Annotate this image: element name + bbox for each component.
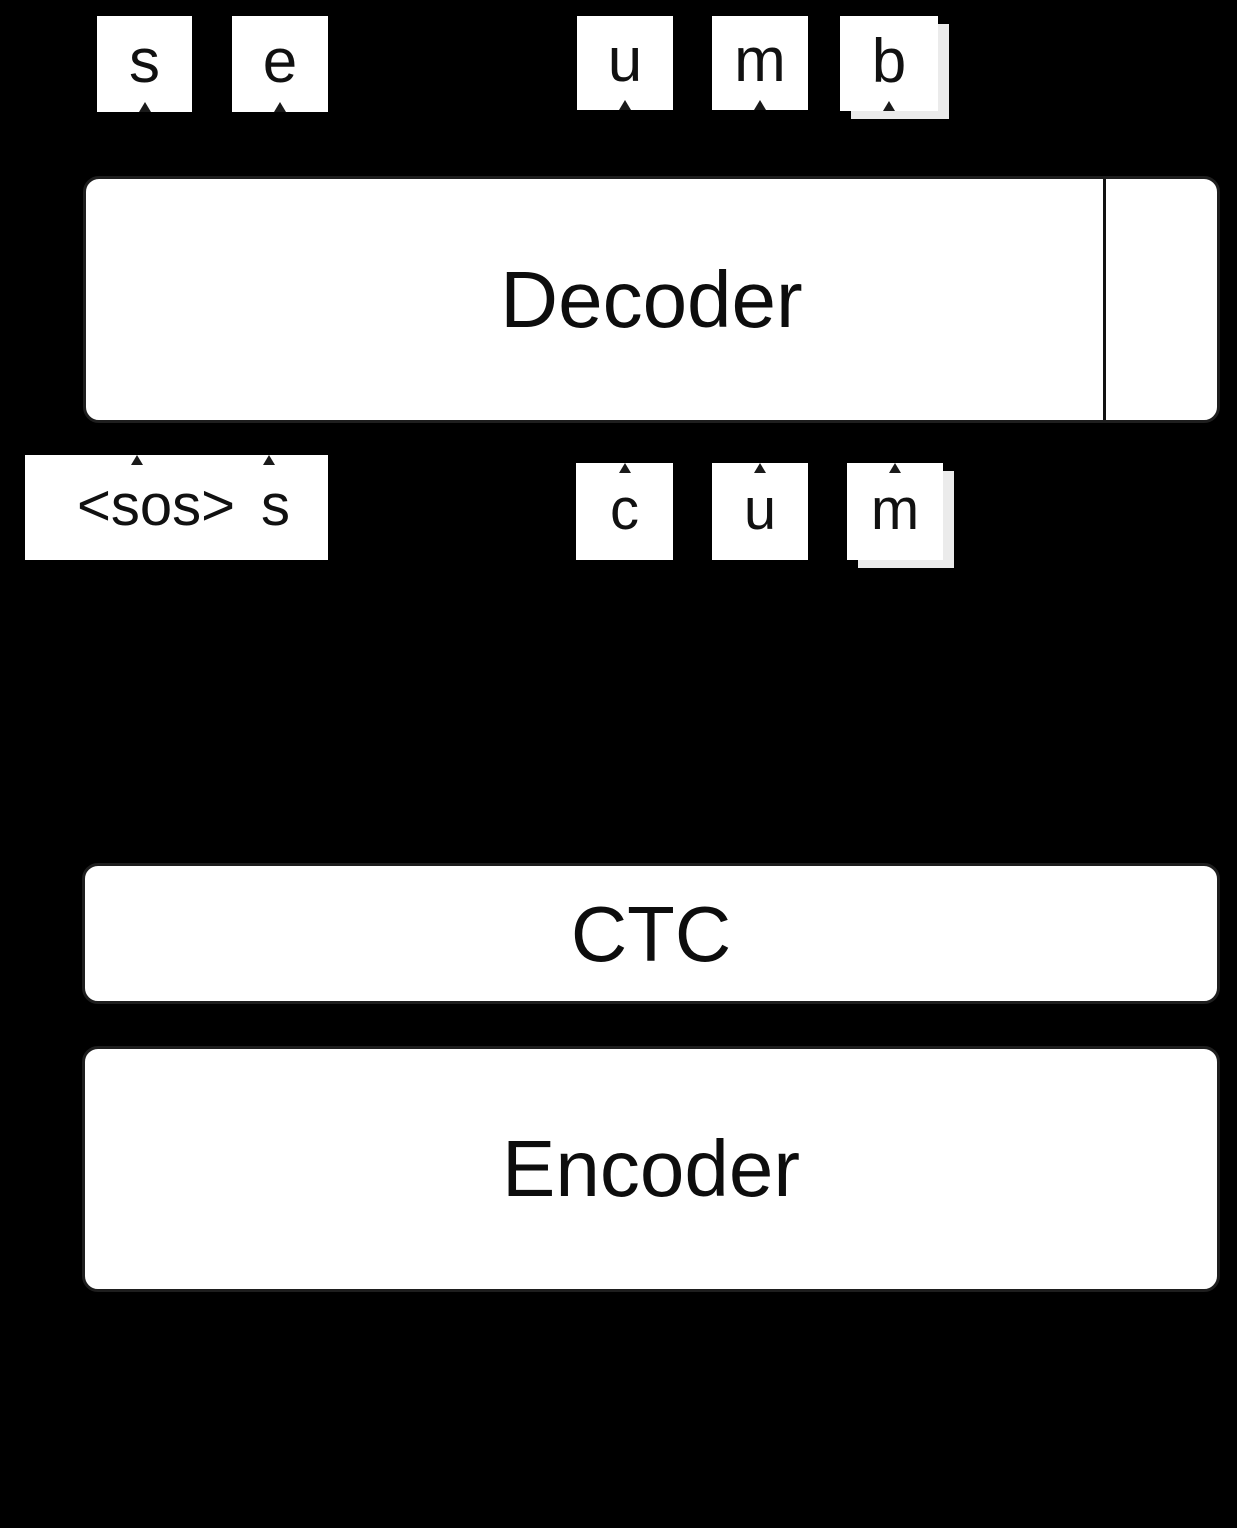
output-token-box-s: s [97,16,192,112]
encoder-label: Encoder [502,1124,800,1213]
encoder-box: Encoder [82,1046,1220,1292]
output-token-label: s [129,27,160,96]
input-token-box-c: c [576,463,673,560]
ctc-box: CTC [82,863,1220,1004]
output-token-label: m [734,26,786,95]
output-token-box-m: m [712,16,808,110]
decoder-box: Decoder [83,176,1220,423]
input-token-label-s: s [261,472,290,538]
input-token-box-sos-s: <sos> s [25,455,328,560]
decoder-label: Decoder [500,254,803,344]
arrowhead-up-icon [618,463,631,473]
output-token-box-u: u [577,16,673,110]
input-token-label: u [743,476,777,542]
input-token-box-u: u [712,463,808,560]
arrowhead-up-icon [263,455,275,465]
output-token-label: b [871,26,907,96]
input-token-label: m [870,476,920,542]
arrowhead-up-icon [754,100,766,110]
ctc-label: CTC [570,889,732,978]
output-token-label: e [262,27,298,96]
arrowhead-up-icon [138,102,151,112]
arrowhead-up-icon [131,455,143,465]
output-token-box-e: e [232,16,328,112]
decoder-attention-divider-line [1103,179,1106,420]
input-token-label: c [610,476,639,542]
input-token-box-m: m [847,463,943,560]
arrowhead-up-icon [889,463,901,473]
output-token-box-b: b [840,16,938,111]
input-token-label-sos: <sos> [77,472,235,538]
arrowhead-up-icon [274,102,286,112]
arrowhead-up-icon [754,463,766,473]
arrowhead-up-icon [619,100,631,110]
arrowhead-up-icon [883,101,895,111]
output-token-label: u [607,26,643,95]
